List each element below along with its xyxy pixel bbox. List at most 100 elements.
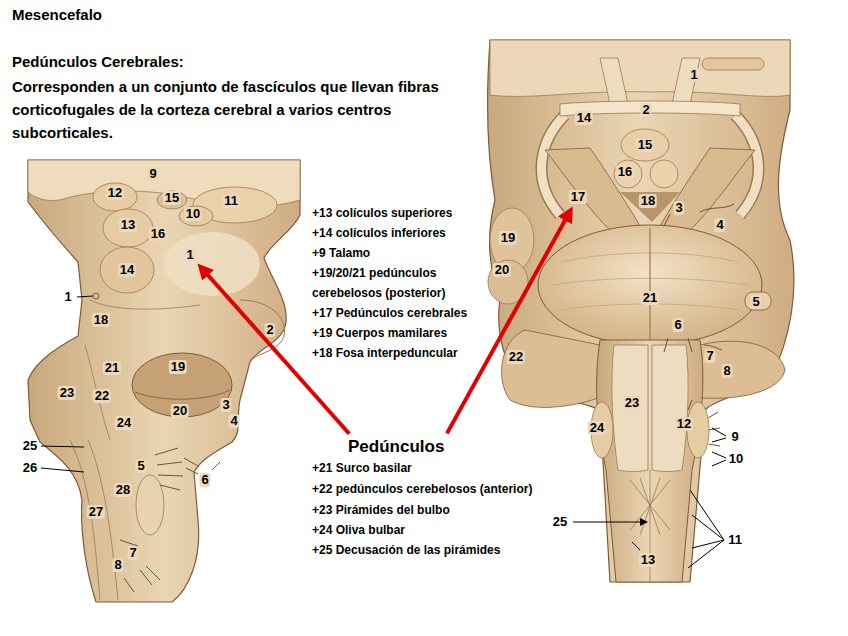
note-line: +9 Talamo (312, 245, 370, 261)
leader-line (573, 522, 640, 523)
leader-line (41, 446, 84, 447)
note-line: +21 Surco basilar (312, 460, 412, 476)
callout-number: 1 (184, 248, 195, 262)
callout-number: 19 (499, 231, 517, 245)
leader-line (77, 296, 93, 297)
brainstem-ventral-view (745, 292, 771, 310)
brainstem-ventral-view (650, 160, 678, 188)
note-line: +19 Cuerpos mamilares (312, 325, 447, 341)
brainstem-ventral-view (700, 341, 785, 398)
brainstem-lateral-view (88, 440, 118, 600)
callout-number: 3 (673, 201, 684, 215)
callout-number: 23 (623, 396, 641, 410)
brainstem-lateral-view (70, 440, 100, 600)
callout-number: 22 (507, 350, 525, 364)
brainstem-lateral-view (164, 232, 260, 296)
callout-number: 12 (106, 186, 124, 200)
callout-number: 24 (115, 416, 133, 430)
leader-line (712, 452, 726, 466)
callout-number: 11 (726, 533, 744, 547)
callout-number: 6 (672, 318, 683, 332)
brainstem-ventral-view (621, 129, 669, 161)
callout-number: 22 (93, 389, 111, 403)
brainstem-ventral-view (600, 58, 700, 104)
note-line: +13 colículos superiores (312, 205, 452, 221)
callout-number: 18 (92, 313, 110, 327)
leader-line (632, 542, 640, 550)
callout-number: 14 (575, 111, 593, 125)
nerve-roots (700, 204, 734, 212)
callout-number: 1 (688, 68, 699, 82)
callout-number: 8 (721, 364, 732, 378)
callout-number: 25 (21, 439, 39, 453)
description-text: Corresponden a un conjunto de fascículos… (12, 75, 467, 144)
note-line: +23 Pirámides del bulbo (312, 502, 450, 518)
callout-number: 25 (551, 515, 569, 529)
callout-number: 27 (87, 505, 105, 519)
nerve-roots (664, 204, 734, 446)
callout-number: 7 (704, 349, 715, 363)
brainstem-lateral-view (136, 475, 164, 535)
callout-number: 4 (714, 218, 725, 232)
callout-number: 10 (727, 452, 745, 466)
heading: Pedúnculos Cerebrales: (12, 52, 184, 72)
brainstem-lateral-view (100, 247, 154, 293)
callout-number: 11 (222, 194, 240, 208)
nerve-roots (184, 458, 220, 474)
page-title: Mesencefalo (12, 6, 102, 24)
node-text: 17 (571, 190, 585, 204)
callout-number: 23 (58, 386, 76, 400)
leader-line (712, 428, 726, 442)
callout-number: 18 (639, 194, 657, 208)
brainstem-ventral-view (620, 192, 680, 222)
brainstem-ventral-view (545, 148, 640, 232)
nerve-roots (120, 540, 160, 592)
callout-number: 5 (135, 459, 146, 473)
brainstem-ventral-view (614, 160, 642, 188)
pointer-arrow (447, 216, 567, 433)
callout-number: 5 (750, 295, 761, 309)
note-line: +24 Oliva bulbar (312, 522, 405, 538)
callout-number: 15 (636, 138, 654, 152)
callout-number: 21 (103, 361, 121, 375)
callout-number: 2 (640, 103, 651, 117)
brainstem-ventral-view (702, 58, 764, 70)
callout-number: 9 (729, 430, 740, 444)
brainstem-ventral-view (597, 340, 703, 582)
leader-line (41, 468, 84, 472)
nerve-roots (664, 214, 670, 226)
callout-number: 19 (169, 360, 187, 374)
callout-number: 4 (228, 414, 239, 428)
callout-number: 13 (639, 553, 657, 567)
callout-number: 1 (62, 290, 73, 304)
brainstem-ventral-view (488, 40, 794, 582)
callout-number: 9 (147, 167, 158, 181)
leader-line (573, 428, 726, 568)
note-line: +22 pedúnculos cerebelosos (anterior) (312, 481, 532, 497)
callout-number: 2 (264, 323, 275, 337)
callout-number: 3 (220, 398, 231, 412)
leader-line (41, 296, 93, 472)
brainstem-lateral-view (135, 390, 230, 399)
brainstem-lateral-view (93, 183, 137, 211)
brainstem-ventral-view (502, 330, 600, 407)
callout-number: 8 (112, 558, 123, 572)
brainstem-lateral-view (132, 353, 232, 417)
callout-number: 16 (149, 227, 167, 241)
brainstem-lateral-view (103, 209, 153, 247)
brainstem-lateral-view (90, 300, 200, 309)
note-line: +14 colículos inferiores (312, 225, 446, 241)
pointer-label: Pedúnculos (345, 436, 447, 458)
callout-number: 26 (21, 461, 39, 475)
callout-number: 10 (184, 207, 202, 221)
brainstem-ventral-view (612, 345, 648, 472)
callout-number: 13 (119, 218, 137, 232)
note-line: +19/20/21 pedúnculos cerebelosos (poster… (312, 263, 472, 303)
nerve-roots (664, 338, 692, 352)
note-line: +18 Fosa interpeduncular (312, 345, 458, 361)
callout-number: 24 (588, 421, 606, 435)
callout-number: 6 (199, 473, 210, 487)
leader-arrowhead (640, 518, 648, 526)
brainstem-ventral-view (490, 40, 790, 96)
callout-number: 15 (163, 191, 181, 205)
